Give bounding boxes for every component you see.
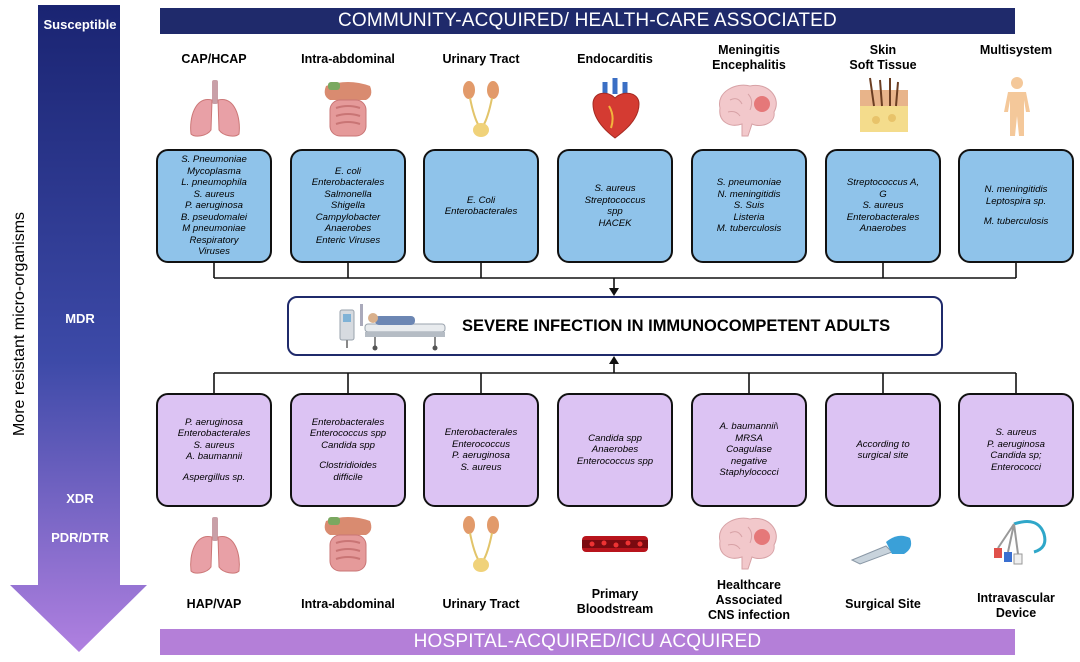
- community-title-0: CAP/HCAP: [181, 52, 247, 66]
- lungs-icon: [190, 80, 240, 137]
- resistance-gradient-arrow: [10, 5, 147, 652]
- intestines-icon: [324, 82, 372, 137]
- hospital-title-5: Surgical Site: [845, 597, 921, 611]
- brain-icon: [719, 517, 777, 570]
- community-acquired-banner: COMMUNITY-ACQUIRED/ HEALTH-CARE ASSOCIAT…: [160, 8, 1015, 34]
- level-xdr: XDR: [66, 491, 94, 506]
- center-box: [287, 296, 943, 356]
- hospital-title-1: Intra-abdominal: [301, 597, 395, 611]
- community-title-6: Multisystem: [979, 43, 1053, 57]
- lungs-icon: [190, 517, 240, 574]
- community-title-3: Endocarditis: [577, 52, 653, 66]
- level-pdr-dtr: PDR/DTR: [51, 530, 109, 545]
- level-mdr: MDR: [65, 311, 95, 326]
- human-body-icon: [1004, 77, 1030, 136]
- urinary-tract-icon: [463, 81, 499, 137]
- skin-icon: [860, 77, 908, 132]
- hospital-title-2: Urinary Tract: [442, 597, 520, 611]
- community-title-1: Intra-abdominal: [301, 52, 395, 66]
- center-title: SEVERE INFECTION IN IMMUNOCOMPETENT ADUL…: [462, 317, 891, 335]
- blood-vessel-icon: [582, 536, 648, 552]
- brain-icon: [719, 84, 777, 137]
- level-susceptible: Susceptible: [43, 17, 117, 32]
- scalpel-icon: [850, 535, 912, 565]
- hospital-acquired-banner: HOSPITAL-ACQUIRED/ICU ACQUIRED: [160, 629, 1015, 655]
- community-title-2: Urinary Tract: [442, 52, 520, 66]
- heart-icon: [592, 78, 640, 139]
- intestines-icon: [324, 517, 372, 572]
- urinary-tract-icon: [463, 516, 499, 572]
- hospital-title-0: HAP/VAP: [186, 597, 242, 611]
- icu-bed-icon: [339, 304, 446, 351]
- catheter-icon: [994, 520, 1047, 565]
